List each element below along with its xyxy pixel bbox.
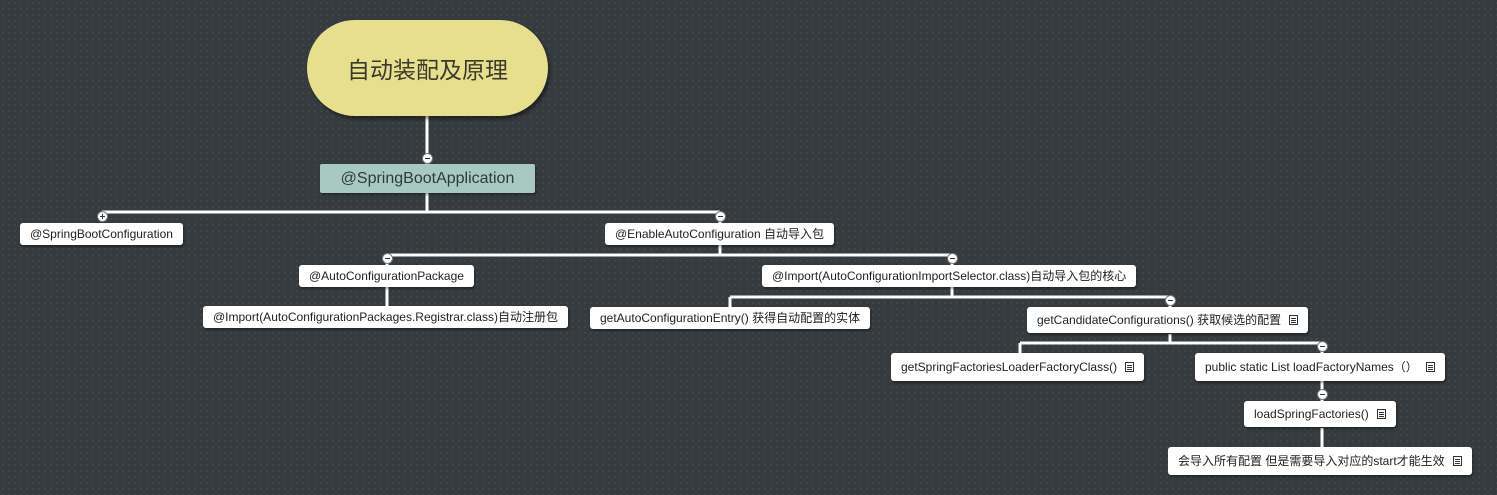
collapse-toggle-icon[interactable] bbox=[947, 253, 958, 264]
node-enable-auto-configuration[interactable]: @EnableAutoConfiguration 自动导入包 bbox=[605, 223, 834, 245]
collapse-toggle-icon[interactable] bbox=[715, 211, 726, 222]
node-load-spring-factories[interactable]: loadSpringFactories() bbox=[1244, 401, 1396, 427]
connector-selector-children bbox=[728, 287, 1172, 307]
node-label: @Import(AutoConfigurationImportSelector.… bbox=[772, 269, 1127, 283]
note-icon[interactable] bbox=[1425, 362, 1435, 372]
node-label: loadSpringFactories() bbox=[1254, 407, 1369, 421]
connector-main-children bbox=[100, 193, 722, 224]
note-icon[interactable] bbox=[1289, 315, 1299, 325]
node-label: 会导入所有配置 但是需要导入对应的start才能生效 bbox=[1178, 454, 1445, 468]
collapse-toggle-icon[interactable] bbox=[1165, 295, 1176, 306]
expand-toggle-icon[interactable] bbox=[97, 211, 108, 222]
node-get-candidate-configurations[interactable]: getCandidateConfigurations() 获取候选的配置 bbox=[1027, 307, 1309, 333]
node-load-factory-names[interactable]: public static List loadFactoryNames（） bbox=[1195, 353, 1445, 381]
node-get-spring-factories-loader[interactable]: getSpringFactoriesLoaderFactoryClass() bbox=[891, 353, 1145, 381]
note-icon[interactable] bbox=[1376, 409, 1386, 419]
note-icon[interactable] bbox=[1125, 362, 1135, 372]
node-auto-configuration-package[interactable]: @AutoConfigurationPackage bbox=[299, 265, 474, 287]
note-icon[interactable] bbox=[1452, 456, 1462, 466]
collapse-toggle-icon[interactable] bbox=[382, 253, 393, 264]
node-springboot-configuration[interactable]: @SpringBootConfiguration bbox=[20, 223, 183, 245]
node-import-selector[interactable]: @Import(AutoConfigurationImportSelector.… bbox=[762, 265, 1137, 287]
node-label: @SpringBootConfiguration bbox=[30, 227, 173, 241]
node-get-auto-configuration-entry[interactable]: getAutoConfigurationEntry() 获得自动配置的实体 bbox=[590, 307, 871, 329]
node-label: getAutoConfigurationEntry() 获得自动配置的实体 bbox=[600, 311, 861, 325]
collapse-toggle-icon[interactable] bbox=[422, 153, 433, 164]
node-import-registrar[interactable]: @Import(AutoConfigurationPackages.Regist… bbox=[203, 306, 568, 328]
node-label: @Import(AutoConfigurationPackages.Regist… bbox=[213, 310, 558, 324]
node-label: getCandidateConfigurations() 获取候选的配置 bbox=[1037, 313, 1282, 327]
node-label: @EnableAutoConfiguration 自动导入包 bbox=[615, 227, 824, 241]
collapse-toggle-icon[interactable] bbox=[1317, 341, 1328, 352]
main-topic-springboot-application[interactable]: @SpringBootApplication bbox=[320, 164, 535, 193]
node-label: public static List loadFactoryNames（） bbox=[1205, 360, 1418, 374]
root-topic[interactable]: 自动装配及原理 bbox=[307, 20, 548, 116]
collapse-toggle-icon[interactable] bbox=[1317, 389, 1328, 400]
connector-enable-children bbox=[385, 245, 954, 265]
connector-candidate-children bbox=[1018, 334, 1324, 353]
node-label: getSpringFactoriesLoaderFactoryClass() bbox=[901, 360, 1118, 374]
node-label: @AutoConfigurationPackage bbox=[309, 269, 464, 283]
node-import-all-configs[interactable]: 会导入所有配置 但是需要导入对应的start才能生效 bbox=[1168, 447, 1472, 475]
